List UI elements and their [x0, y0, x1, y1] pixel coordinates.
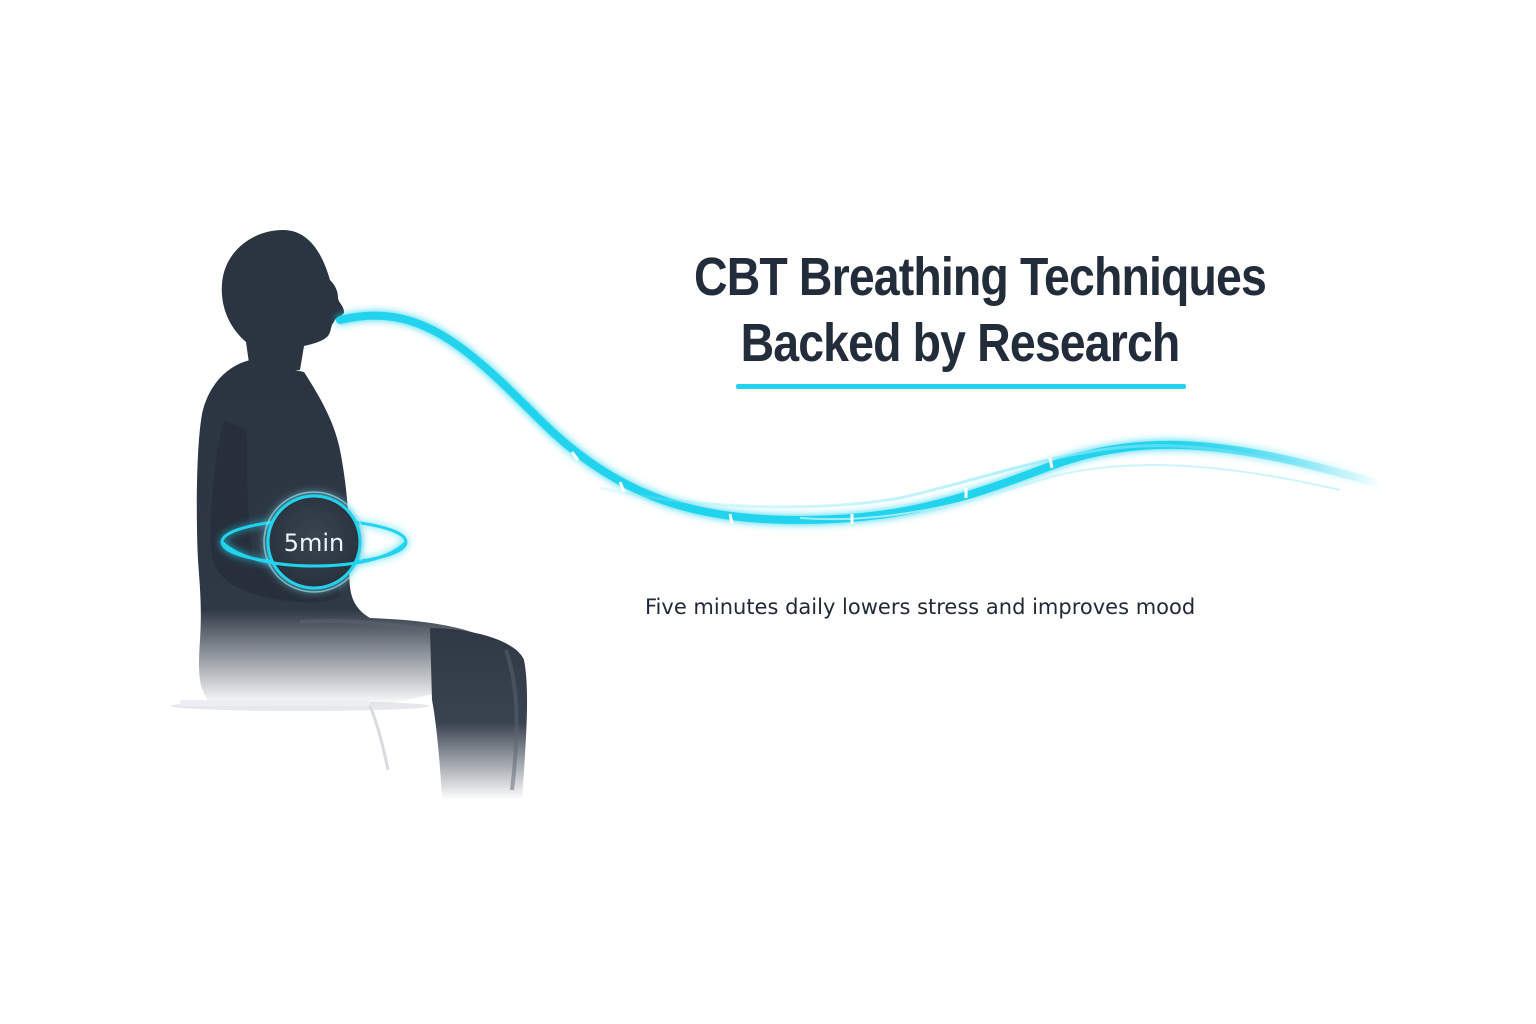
timer-badge: 5min — [220, 491, 408, 593]
title-line-2: Backed by Research — [740, 313, 1181, 373]
breath-wave-icon — [336, 311, 1384, 525]
title-line-1: CBT Breathing Techniques — [694, 247, 1267, 307]
title-underline — [736, 384, 1186, 389]
page-title: CBT Breathing Techniques Backed by Resea… — [640, 244, 1320, 376]
badge-label: 5min — [284, 529, 345, 557]
subtitle: Five minutes daily lowers stress and imp… — [645, 595, 1196, 619]
